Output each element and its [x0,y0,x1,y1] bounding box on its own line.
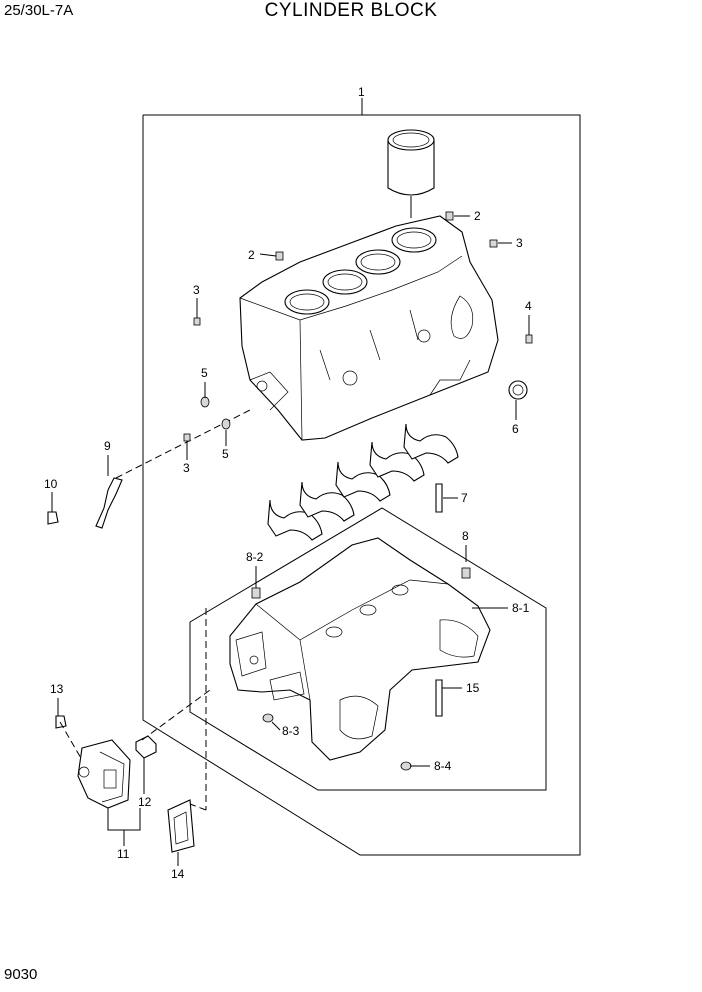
callout-5b: 5 [222,447,229,461]
cylinder-liner [387,129,435,218]
callout-2b: 2 [248,248,255,262]
leader-lines [51,215,530,866]
callout-6: 6 [512,422,519,436]
callout-8-4: 8-4 [434,759,452,773]
callout-13: 13 [50,682,64,696]
page-title: CYLINDER BLOCK [264,0,438,21]
assembly-frame-8 [189,507,547,791]
callout-15: 15 [466,681,480,695]
callout-3a: 3 [193,283,200,297]
callout-12: 12 [138,795,152,809]
callout-3b: 3 [516,236,523,250]
callout-9: 9 [104,439,111,453]
callout-4: 4 [525,299,532,313]
callout-5a: 5 [201,366,208,380]
oil-filter-housing [77,735,157,809]
callout-8-1: 8-1 [512,601,530,615]
callout-11: 11 [117,847,130,861]
assembly-frame-1 [142,114,581,856]
callout-7: 7 [461,491,468,505]
lower-crankcase [229,537,491,761]
callout-8-2: 8-2 [246,550,264,564]
alignment-lines [59,608,211,811]
gasket [167,799,195,853]
callout-10: 10 [44,477,58,491]
callout-2a: 2 [474,209,481,223]
callout-8: 8 [462,529,469,543]
callout-14: 14 [171,867,185,881]
fasteners [47,211,533,771]
callout-1: 1 [358,85,365,99]
callout-8-3: 8-3 [282,724,300,738]
callout-3c: 3 [183,461,190,475]
page-number: 9030 [4,966,38,983]
model-number: 25/30L-7A [4,2,74,19]
main-bearing-caps [267,423,459,541]
cylinder-block [239,215,499,441]
